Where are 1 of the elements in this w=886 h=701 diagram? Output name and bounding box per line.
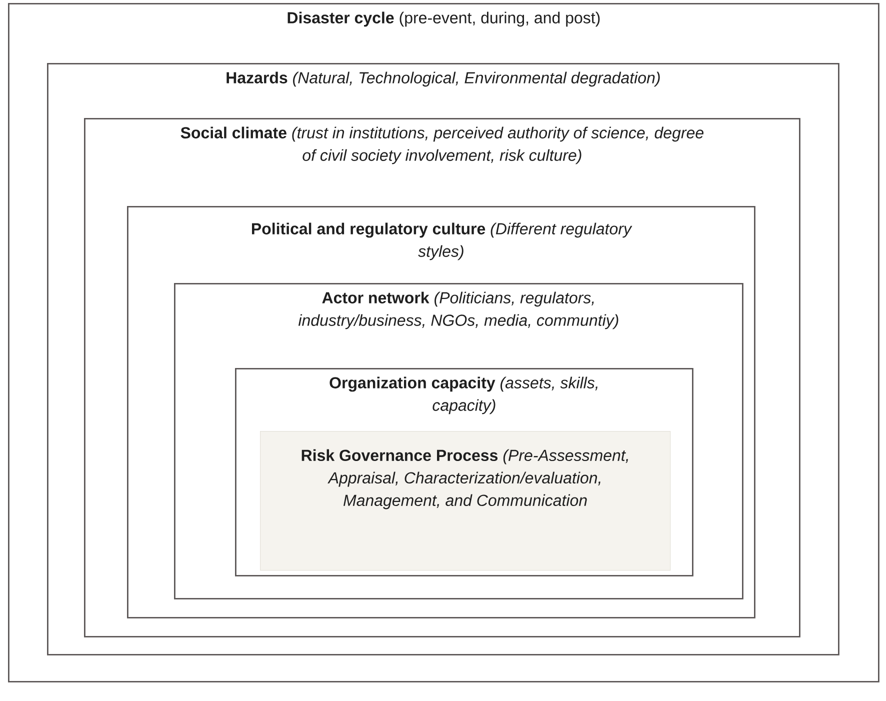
layer-box: Risk Governance Process (Pre-Assessment, Appraisal, Characterization/evaluation, Management, and Communication: [260, 431, 671, 571]
